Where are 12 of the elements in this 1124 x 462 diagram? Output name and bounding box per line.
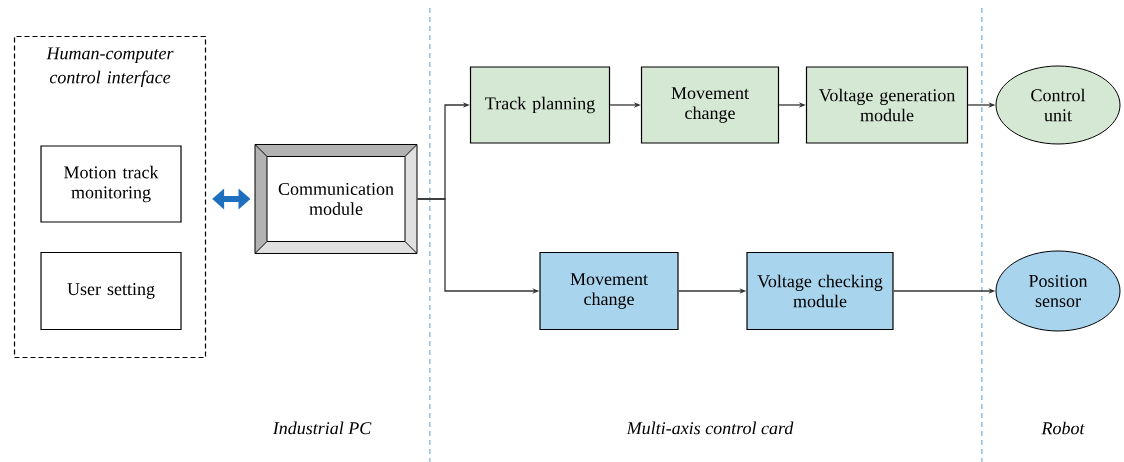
process-box: Voltage checking module <box>746 251 894 331</box>
process-box: User setting <box>40 251 182 331</box>
process-box: Voltage generation module <box>805 66 969 144</box>
process-box: Movement change <box>640 66 780 144</box>
process-box: Track planning <box>469 66 611 144</box>
group-title: Human-computer control interface <box>46 47 174 88</box>
process-box: Communication module <box>254 144 418 254</box>
process-box: Motion track monitoring <box>40 145 182 223</box>
process-box: Movement change <box>539 251 679 331</box>
section-label: Robot <box>1041 421 1085 435</box>
section-label: Industrial PC <box>272 421 372 435</box>
section-label: Multi-axis control card <box>626 421 794 435</box>
